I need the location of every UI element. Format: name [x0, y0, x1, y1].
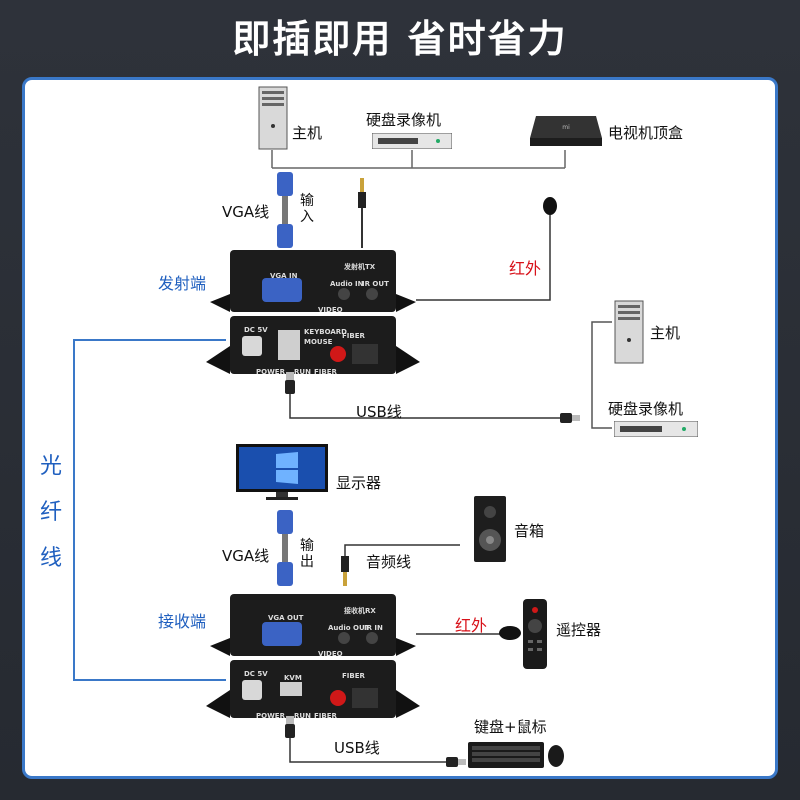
ir-receiver-icon — [499, 626, 521, 640]
ir-rx-label: 红外 — [455, 616, 488, 635]
tx-dc-text: DC 5V — [244, 326, 268, 334]
host2-label: 主机 — [650, 324, 681, 342]
tx-fiber-text: FIBER — [342, 332, 365, 340]
rx-fiber-led-text: FIBER — [314, 712, 337, 720]
ir-tx-label: 红外 — [509, 259, 542, 278]
monitor-icon — [236, 444, 328, 500]
keyboard-icon — [468, 742, 564, 768]
dvr-icon — [372, 133, 452, 149]
receiver-label: 接收端 — [158, 612, 207, 631]
fiber-cable-label: 光 纤 线 — [39, 454, 62, 571]
ir-emitter-icon — [543, 197, 557, 215]
rx-ir-in-text: IR IN — [364, 624, 383, 632]
headline: 即插即用 省时省力 — [232, 17, 568, 61]
tx-keyboard-text: KEYBOARD — [304, 328, 347, 336]
vga-cable-icon — [277, 172, 293, 248]
rx-dc-text: DC 5V — [244, 670, 268, 678]
set-top-box-icon: mi — [530, 116, 602, 146]
vga-cable-icon-2 — [277, 510, 293, 586]
dvr2-label: 硬盘录像机 — [608, 400, 684, 418]
vga-tx-label: VGA线 — [222, 203, 270, 221]
usb-rx-label: USB线 — [334, 739, 380, 757]
dvr-icon-2 — [614, 421, 698, 437]
usb-plug-icon — [285, 372, 295, 394]
rx-kvm-text: KVM — [284, 674, 302, 682]
usb-end-icon-2 — [446, 757, 466, 767]
vga-rx-label: VGA线 — [222, 547, 270, 565]
transmitter-label: 发射端 — [158, 274, 207, 293]
tx-run-text: RUN — [294, 368, 311, 376]
rx-audio-out-text: Audio OUT — [328, 624, 370, 632]
tx-power-text: POWER — [256, 368, 285, 376]
transmitter-device: VGA IN 发射机TX Audio IN IR OUT VIDEO DC 5V… — [206, 250, 420, 380]
dvr-label: 硬盘录像机 — [366, 111, 442, 129]
tx-audio-in-text: Audio IN — [330, 280, 364, 288]
audio-jack-icon — [358, 178, 366, 248]
tx-fiber-led-text: FIBER — [314, 368, 337, 376]
svg-text:mi: mi — [562, 124, 570, 131]
settop-label: 电视机顶盒 — [608, 124, 684, 142]
rx-fiber-text: FIBER — [342, 672, 365, 680]
pc-tower-icon — [258, 86, 288, 150]
speaker-icon — [474, 496, 506, 562]
rx-vga-out-text: VGA OUT — [268, 614, 304, 622]
tx-name-text: 发射机TX — [344, 263, 376, 271]
input-label: 输入 — [300, 193, 314, 225]
remote-icon — [523, 599, 547, 669]
host-label: 主机 — [292, 124, 323, 142]
output-label: 输出 — [300, 538, 314, 570]
rx-power-text: POWER — [256, 712, 285, 720]
remote-label: 遥控器 — [556, 621, 602, 639]
rx-run-text: RUN — [294, 712, 311, 720]
keyboard-mouse-label: 键盘+鼠标 — [474, 718, 547, 736]
usb-tx-label: USB线 — [356, 403, 402, 421]
tx-ir-out-text: IR OUT — [362, 280, 389, 288]
audio-jack-icon-2 — [341, 556, 349, 586]
rx-video-text: VIDEO — [318, 650, 343, 658]
audio-cable-label: 音频线 — [366, 553, 412, 571]
speaker-label: 音箱 — [514, 522, 545, 540]
receiver-device: VGA OUT 接收机RX Audio OUT IR IN VIDEO DC 5… — [206, 594, 420, 724]
usb-plug-icon-2 — [285, 716, 295, 738]
usb-end-icon — [560, 413, 580, 423]
tx-mouse-text: MOUSE — [304, 338, 333, 346]
rx-name-text: 接收机RX — [344, 607, 376, 615]
tx-vga-in-text: VGA IN — [270, 272, 298, 280]
tx-video-text: VIDEO — [318, 306, 343, 314]
monitor-label: 显示器 — [336, 474, 382, 492]
pc-tower-icon-2 — [614, 300, 644, 364]
